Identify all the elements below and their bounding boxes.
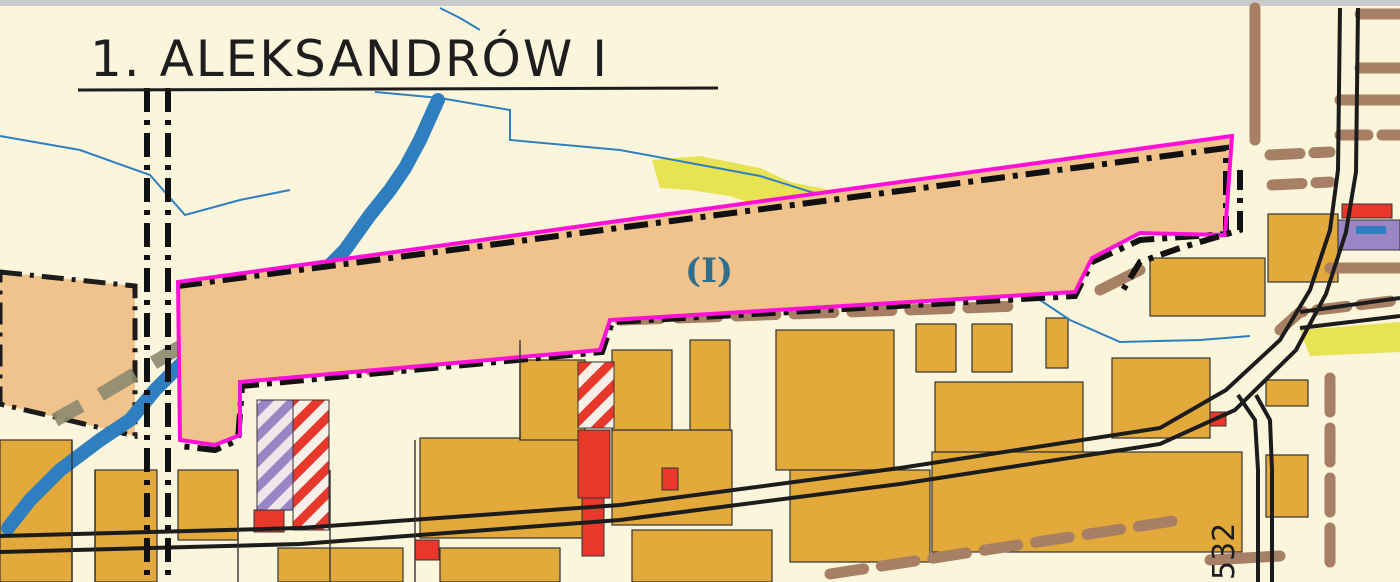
map-title: 1. ALEKSANDRÓW I [90,29,609,88]
development-zone-main [178,136,1232,445]
zone-east-dashdot [1117,170,1243,297]
zone-label: (I) [685,251,733,291]
vertical-boundary-line [144,88,171,582]
road-number-label: 532 [1207,523,1242,580]
drafting-lines [71,340,521,582]
hatched-plots [256,361,615,531]
zone-boundary-highlight [175,133,1235,448]
blue-small-block [1356,226,1386,234]
main-road [0,7,1400,582]
map-top-edge [0,0,1400,6]
title-underline [77,86,719,92]
built-area-blocks [0,213,1339,582]
planned-roads [364,2,1400,580]
canal-overlay [51,283,303,427]
